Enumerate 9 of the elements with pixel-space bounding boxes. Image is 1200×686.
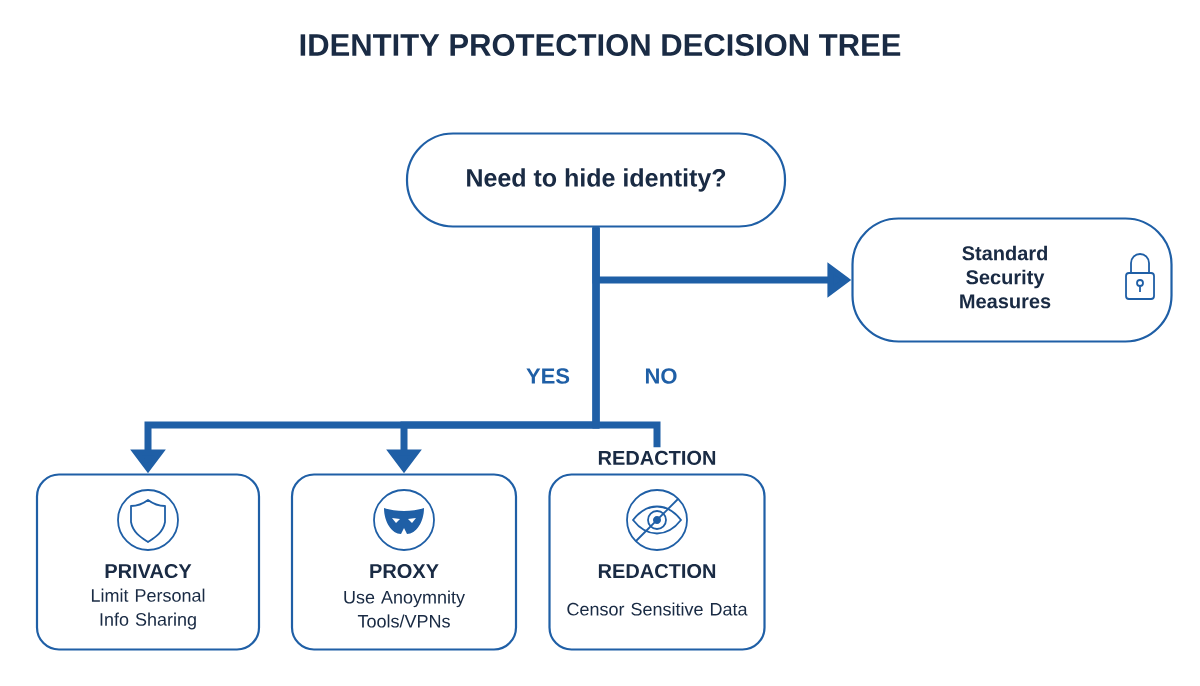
question-box: Need to hide identity? — [405, 132, 787, 228]
outcome-box: Standard Security Measures — [851, 217, 1173, 343]
branch-label: YES — [526, 368, 570, 384]
category-box: REDACTION Censor Sensitive Data — [548, 473, 766, 651]
title: IDENTITY PROTECTION DECISION TREE — [300, 34, 901, 56]
category-box: PROXY Use Anoymnity Tools/VPNs — [290, 473, 518, 651]
category-box: PRIVACY Limit Personal Info Sharing — [35, 473, 261, 651]
branch-label: NO — [646, 368, 677, 384]
branch-label: REDACTION — [598, 450, 716, 465]
